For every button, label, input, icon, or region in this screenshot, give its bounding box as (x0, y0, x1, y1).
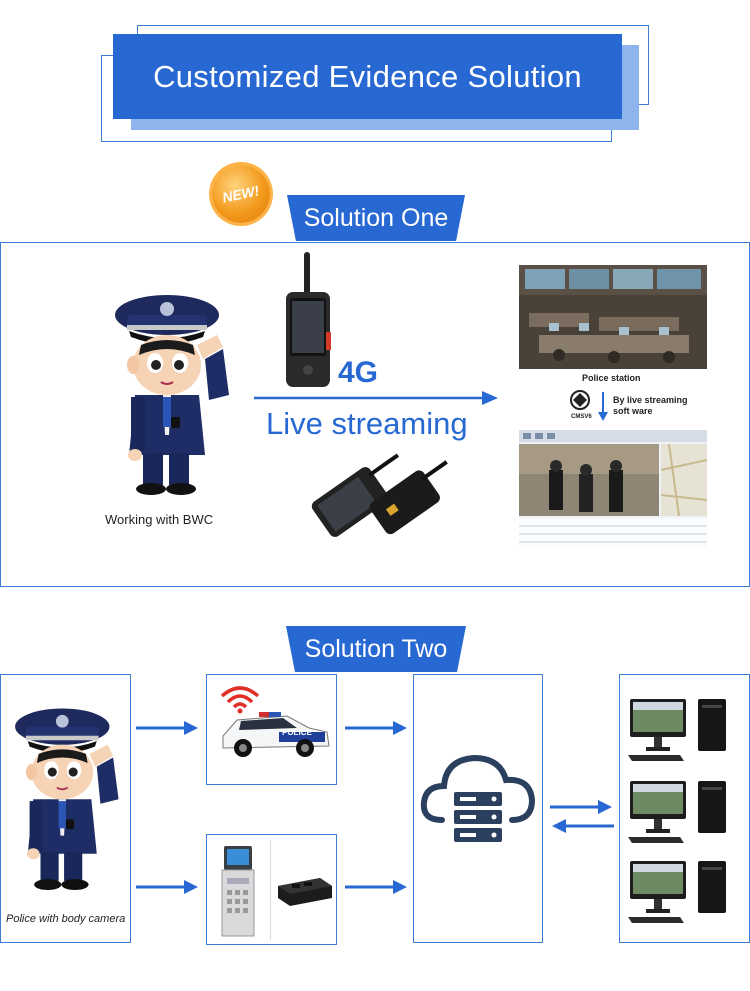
arrow-right-icon (136, 721, 198, 735)
docking-station-illustration (278, 878, 332, 906)
streaming-label: Live streaming (266, 406, 468, 441)
station-caption: Police station (582, 373, 641, 383)
arrow-right-icon (254, 391, 498, 405)
new-badge-label: NEW! (221, 182, 261, 206)
arrow-right-icon (136, 880, 198, 894)
bwc-device-pair (311, 453, 448, 537)
cmsv6-logo-label: CMSV6 (571, 414, 592, 420)
tab-solution-one: Solution One (287, 195, 465, 241)
divider (270, 840, 271, 940)
arrow-left-icon (552, 819, 614, 833)
header-banner: Customized Evidence Solution (113, 34, 622, 119)
tab-solution-one-label: Solution One (303, 203, 449, 232)
police-car-label: POLICE (282, 728, 312, 737)
officer-caption: Working with BWC (105, 512, 214, 527)
software-caption: By live streaming soft ware (613, 395, 688, 416)
kiosk-illustration (221, 846, 255, 937)
police-car-illustration (222, 712, 330, 757)
officer-illustration-2 (15, 708, 119, 891)
cloud-icon (420, 754, 536, 842)
arrow-right-icon (345, 721, 407, 735)
tab-solution-two-label: Solution Two (304, 634, 448, 663)
network-label: 4G (338, 356, 379, 389)
software-screenshot (519, 430, 707, 548)
new-badge: NEW! (212, 165, 270, 223)
wifi-icon (220, 686, 260, 714)
computer-icon (628, 781, 726, 843)
bwc-device-front (286, 252, 331, 387)
arrow-down-icon (598, 392, 608, 421)
computer-icon (628, 861, 726, 923)
arrow-right-icon (345, 880, 407, 894)
computer-icon (628, 699, 726, 761)
arrow-right-icon (550, 800, 612, 814)
page-title: Customized Evidence Solution (153, 58, 582, 94)
tab-solution-two: Solution Two (286, 626, 466, 672)
officer-illustration (115, 295, 229, 495)
server-icon (454, 792, 502, 842)
cloud-server-panel (413, 674, 543, 943)
officer-caption-2: Police with body camera (6, 913, 126, 925)
police-station-photo (519, 265, 707, 369)
cmsv6-logo-icon (570, 390, 590, 410)
